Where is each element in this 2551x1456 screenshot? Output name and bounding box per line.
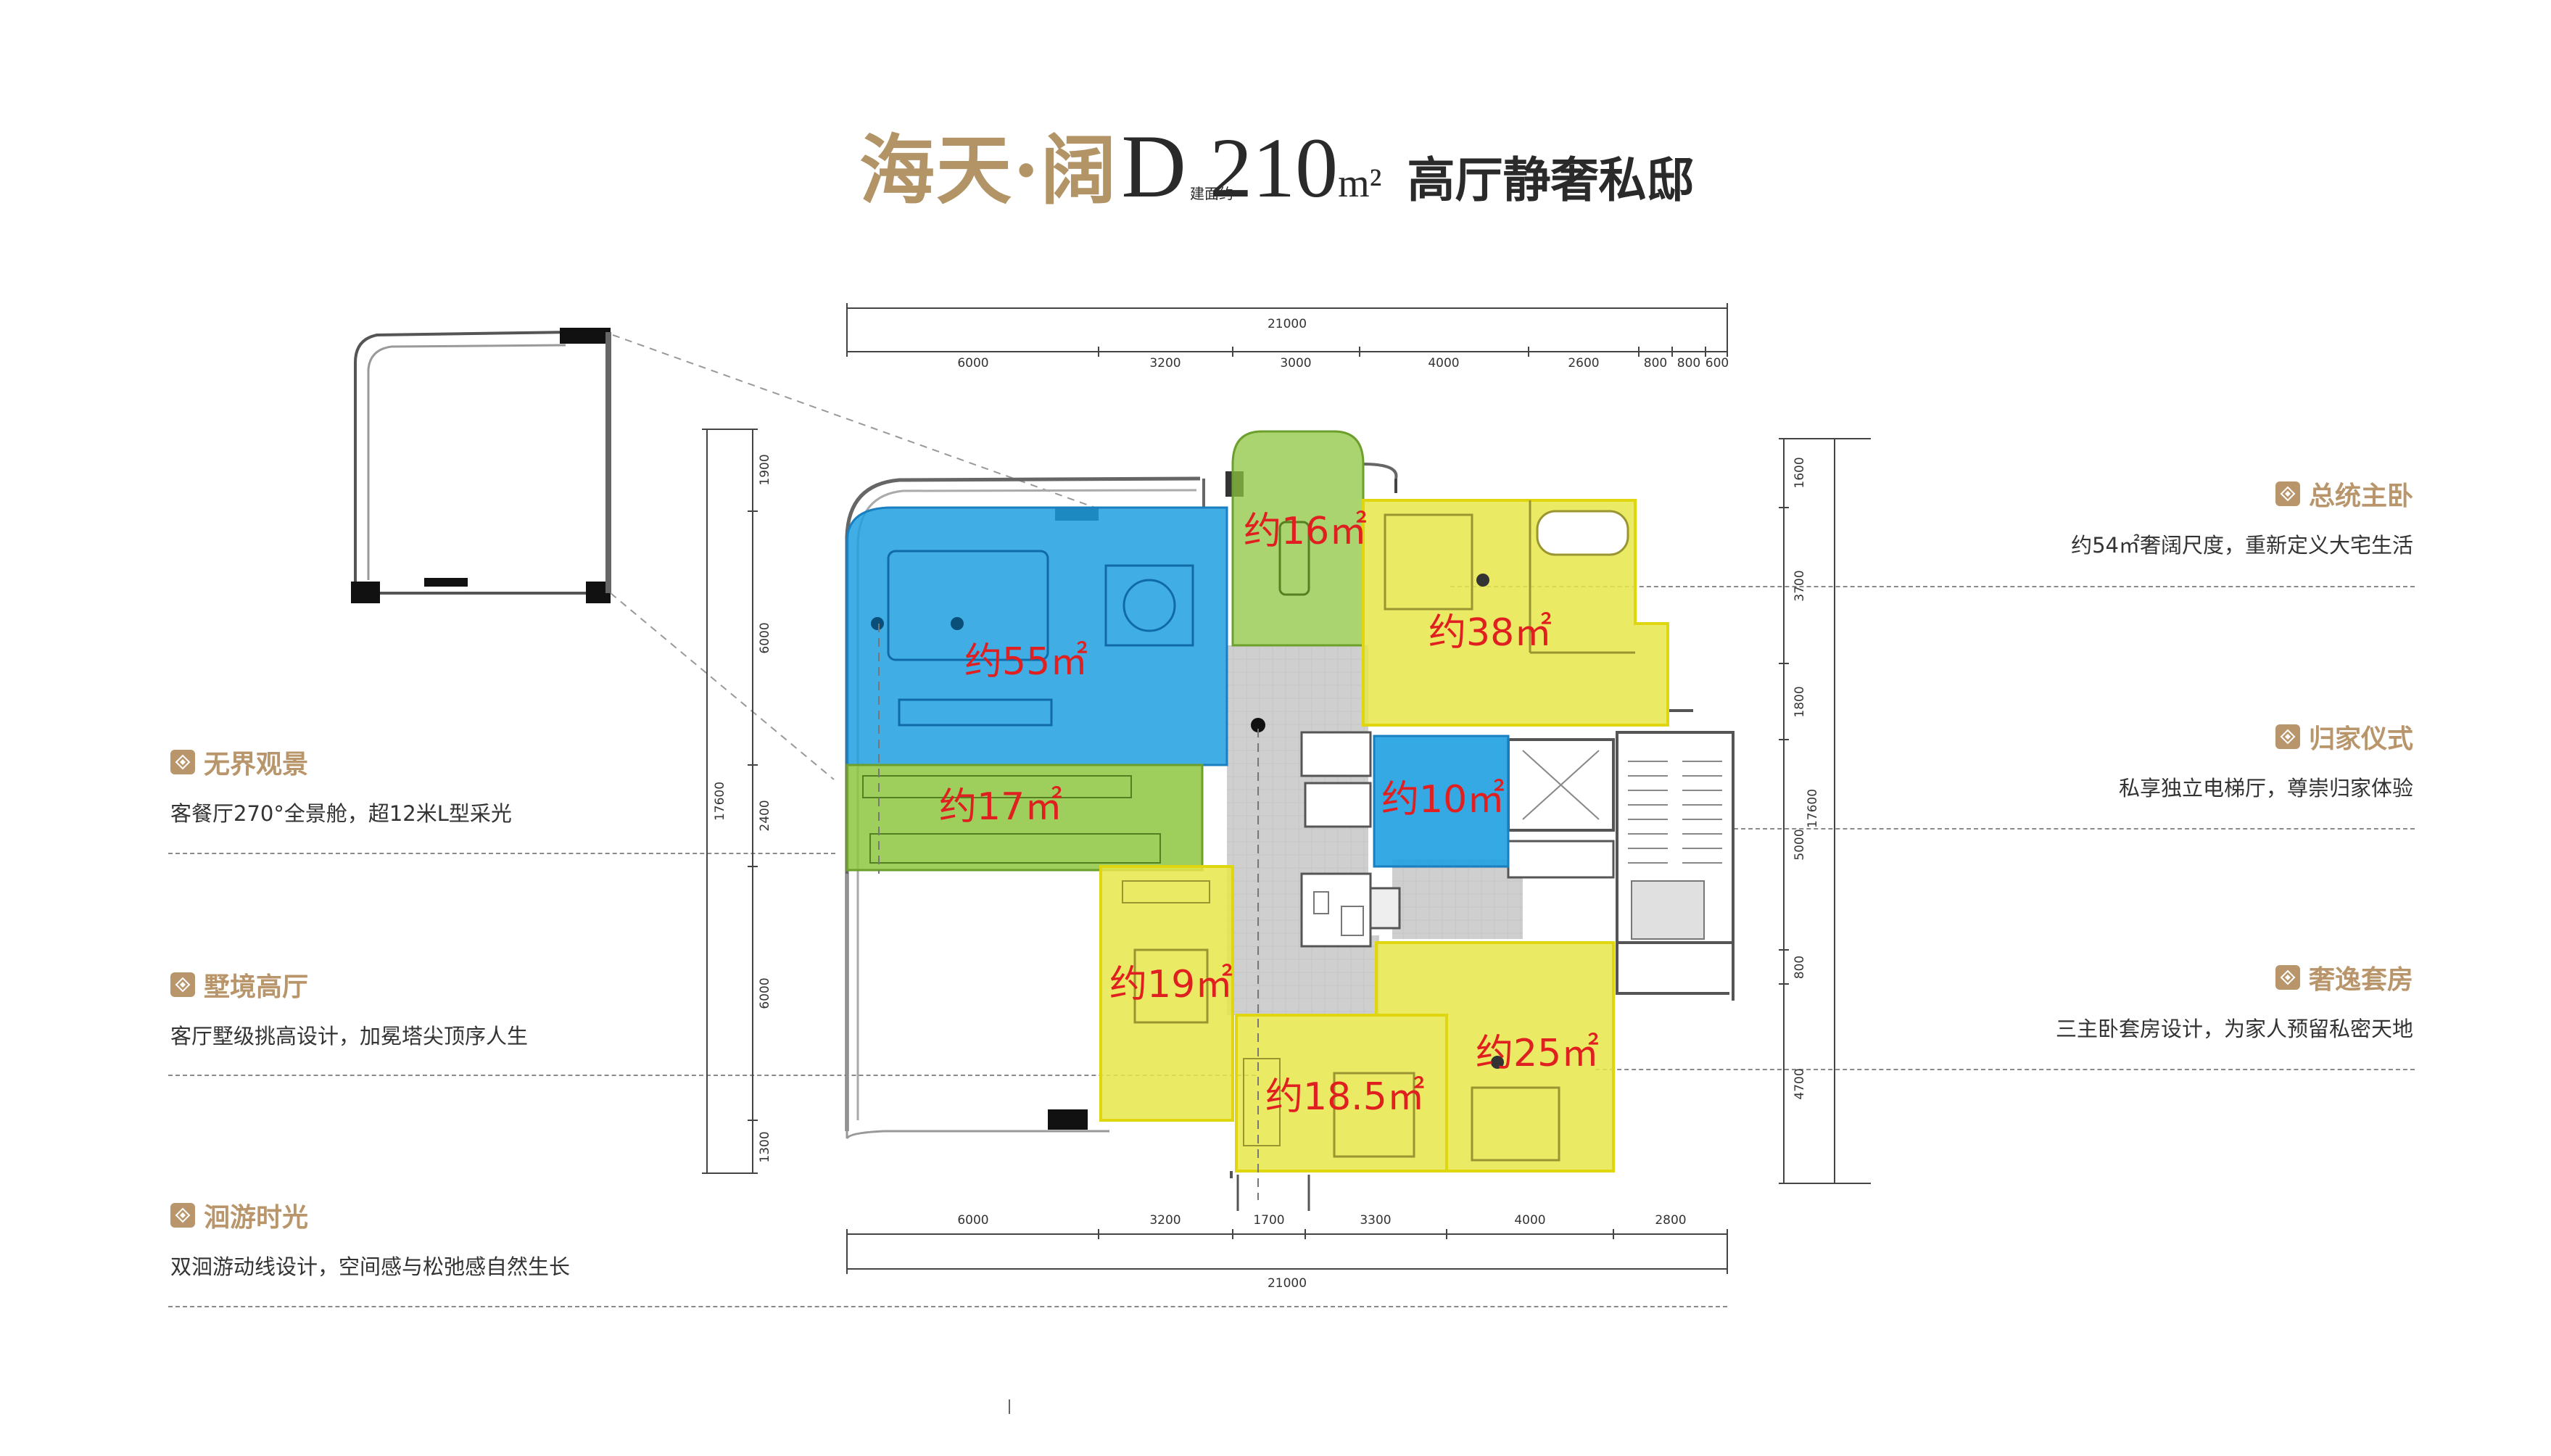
dim-left-segment: 6000 bbox=[758, 622, 772, 653]
dim-right-segment: 800 bbox=[1793, 956, 1807, 979]
feature-divider bbox=[1450, 586, 2415, 587]
dim-top-segment: 3000 bbox=[1280, 356, 1311, 371]
dim-bottom-segment: 3200 bbox=[1149, 1213, 1181, 1228]
room-label-bedroom-4: 约18.5㎡ bbox=[1265, 1075, 1425, 1119]
dim-top-total: 21000 bbox=[1268, 317, 1307, 331]
room-bedroom-4 bbox=[1235, 1014, 1448, 1172]
dim-top-segment: 800 bbox=[1644, 356, 1667, 371]
dim-bottom-segment: 6000 bbox=[957, 1213, 988, 1228]
feature-divider bbox=[1595, 1069, 2415, 1070]
feature-right-3-desc: 三主卧套房设计，为家人预留私密天地 bbox=[2055, 1017, 2413, 1041]
feature-left-3-desc: 双洄游动线设计，空间感与松弛感自然生长 bbox=[170, 1254, 571, 1279]
diamond-icon bbox=[2275, 724, 2300, 749]
room-label-master: 约38㎡ bbox=[1429, 611, 1552, 655]
room-elevator-lobby bbox=[1373, 735, 1510, 868]
room-label-kitchen: 约17㎡ bbox=[939, 785, 1062, 829]
room-label-bedroom-3: 约25㎡ bbox=[1476, 1032, 1599, 1075]
title-unit-type: D bbox=[1121, 117, 1186, 216]
feature-divider bbox=[168, 1075, 1256, 1076]
dim-bottom-segment: 1700 bbox=[1253, 1213, 1284, 1228]
dim-left-segment: 6000 bbox=[758, 977, 772, 1009]
feature-right-1-desc: 约54㎡奢阔尺度，重新定义大宅生活 bbox=[2071, 533, 2413, 558]
feature-right-3-title: 奢逸套房 bbox=[2308, 965, 2413, 995]
dimensions-left: 17600 1900 6000 2400 6000 1300 bbox=[702, 429, 772, 1174]
room-label-garden: 约16㎡ bbox=[1244, 510, 1367, 553]
feature-divider bbox=[168, 853, 835, 854]
room-bedroom-3 bbox=[1375, 941, 1615, 1172]
dim-top-segment: 800 bbox=[1677, 356, 1700, 371]
feature-left-2-desc: 客厅墅级挑高设计，加冕塔尖顶序人生 bbox=[170, 1024, 529, 1048]
feature-right-3: 奢逸套房 三主卧套房设计，为家人预留私密天地 bbox=[2056, 959, 2413, 1043]
feature-left-1-title: 无界观景 bbox=[204, 750, 309, 779]
room-label-living: 约55㎡ bbox=[964, 640, 1088, 684]
room-kitchen bbox=[845, 764, 1204, 872]
dimensions-bottom: 6000 3200 1700 3300 4000 2800 21000 bbox=[846, 1213, 1728, 1291]
room-bedroom-2 bbox=[1099, 865, 1234, 1122]
dim-bottom-total: 21000 bbox=[1268, 1276, 1307, 1291]
dimensions-right: 17600 1600 3700 1800 5000 800 4700 bbox=[1779, 438, 1871, 1184]
dim-top-segment: 600 bbox=[1706, 356, 1729, 371]
title-tagline: 高厅静奢私邸 bbox=[1407, 152, 1695, 208]
room-label-lobby: 约10㎡ bbox=[1381, 778, 1505, 822]
diamond-icon bbox=[2275, 481, 2300, 506]
dim-top-segment: 3200 bbox=[1149, 356, 1181, 371]
title-area-number: 210 bbox=[1210, 120, 1339, 215]
dim-bottom-segment: 3300 bbox=[1360, 1213, 1391, 1228]
room-master-bedroom bbox=[1362, 499, 1669, 727]
feature-divider bbox=[168, 1306, 1727, 1307]
dim-top-segment: 2600 bbox=[1568, 356, 1599, 371]
dim-right-segment: 1800 bbox=[1793, 686, 1807, 717]
feature-right-1-title: 总统主卧 bbox=[2308, 481, 2413, 511]
dim-left-segment: 1900 bbox=[758, 454, 772, 485]
feature-right-1: 总统主卧 约54㎡奢阔尺度，重新定义大宅生活 bbox=[2071, 475, 2413, 559]
diamond-icon bbox=[170, 972, 195, 997]
title-area-unit: m² bbox=[1338, 161, 1382, 206]
title-project-name: 海天·阔 bbox=[859, 125, 1118, 215]
feature-left-3-title: 洄游时光 bbox=[204, 1203, 309, 1233]
feature-divider bbox=[1523, 828, 2415, 830]
dim-left-segment: 1300 bbox=[758, 1131, 772, 1162]
diamond-icon bbox=[170, 750, 195, 774]
feature-right-2-title: 归家仪式 bbox=[2308, 724, 2413, 754]
feature-right-2-desc: 私享独立电梯厅，尊崇归家体验 bbox=[2118, 776, 2413, 801]
diamond-icon bbox=[170, 1203, 195, 1228]
dim-top-segment: 4000 bbox=[1428, 356, 1459, 371]
dim-right-total: 17600 bbox=[1806, 789, 1820, 828]
feature-left-1: 无界观景 客餐厅270°全景舱，超12米L型采光 bbox=[170, 743, 512, 827]
room-garden bbox=[1231, 430, 1365, 647]
feature-left-1-desc: 客餐厅270°全景舱，超12米L型采光 bbox=[170, 801, 512, 826]
dim-top-segment: 6000 bbox=[957, 356, 988, 371]
dim-bottom-segment: 4000 bbox=[1514, 1213, 1545, 1228]
dim-bottom-segment: 2800 bbox=[1655, 1213, 1686, 1228]
dim-right-segment: 5000 bbox=[1793, 829, 1807, 860]
dimensions-top: 21000 6000 3200 3000 4000 2600 800 800 6… bbox=[846, 303, 1729, 371]
dim-left-total: 17600 bbox=[713, 782, 727, 821]
room-living-dining bbox=[845, 506, 1228, 766]
feature-left-2: 墅境高厅 客厅墅级挑高设计，加冕塔尖顶序人生 bbox=[170, 966, 528, 1050]
feature-left-3: 洄游时光 双洄游动线设计，空间感与松弛感自然生长 bbox=[170, 1196, 570, 1281]
dim-right-segment: 3700 bbox=[1793, 570, 1807, 601]
dim-right-segment: 4700 bbox=[1793, 1068, 1807, 1099]
feature-left-2-title: 墅境高厅 bbox=[204, 972, 309, 1002]
balcony-inset bbox=[351, 328, 1096, 780]
feature-right-2: 归家仪式 私享独立电梯厅，尊崇归家体验 bbox=[2119, 718, 2413, 802]
dim-left-segment: 2400 bbox=[758, 800, 772, 831]
room-label-bedroom-2: 约19㎡ bbox=[1109, 963, 1233, 1006]
dim-right-segment: 1600 bbox=[1793, 457, 1807, 488]
diamond-icon bbox=[2275, 965, 2300, 990]
page-title: 海天·阔 D 建面约 210m² 高厅静奢私邸 bbox=[859, 109, 1695, 216]
